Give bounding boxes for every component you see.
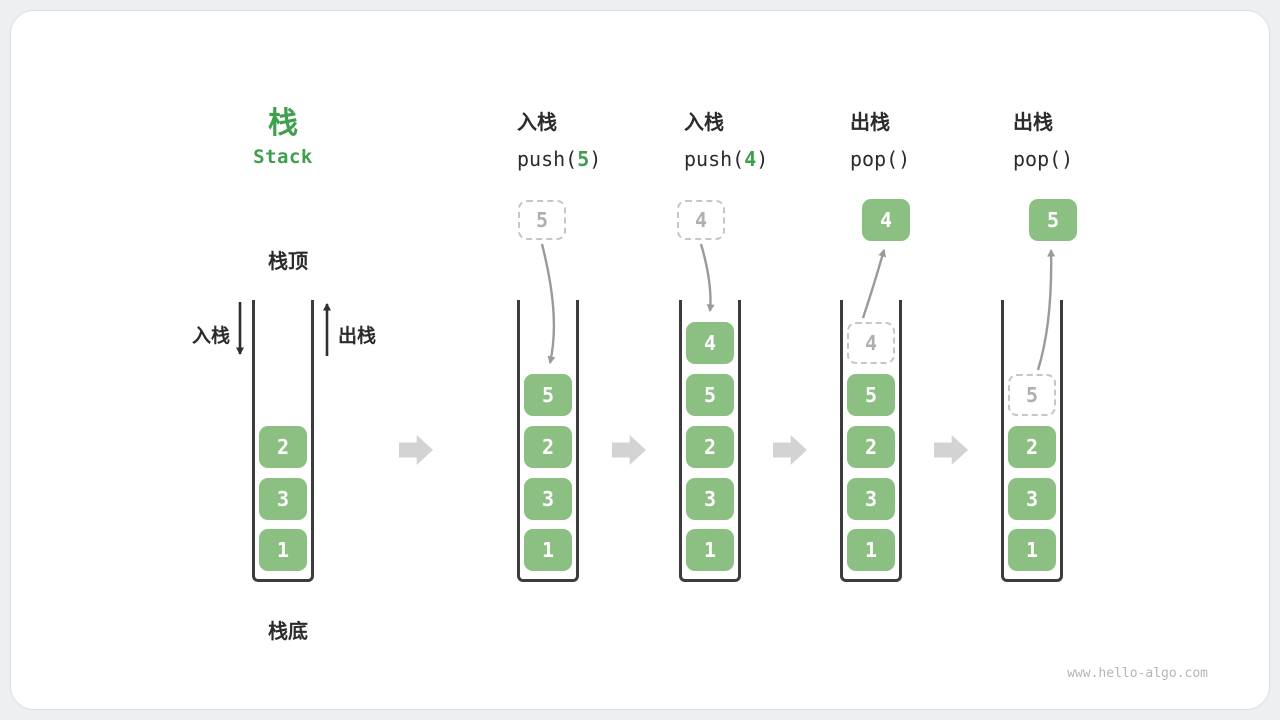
stack-element: 3	[686, 478, 734, 520]
stack-element: 1	[524, 529, 572, 571]
stack-element: 5	[524, 374, 572, 416]
code-prefix: pop(	[1013, 147, 1062, 171]
stack-element: 2	[847, 426, 895, 468]
operation-code: pop()	[1013, 147, 1073, 171]
stack-element: 3	[259, 478, 307, 520]
operation-label: 出栈	[850, 112, 890, 134]
pop-side-label: 出栈	[338, 326, 377, 347]
figure-card	[10, 10, 1270, 710]
operation-label: 入栈	[684, 112, 724, 134]
stack-element: 2	[259, 426, 307, 468]
code-prefix: pop(	[850, 147, 899, 171]
popped-element-box: 5	[1029, 199, 1077, 241]
stack-element: 1	[259, 529, 307, 571]
stack-element: 5	[847, 374, 895, 416]
code-arg: 4	[744, 147, 757, 171]
stack-element: 2	[686, 426, 734, 468]
popped-element-box: 4	[862, 199, 910, 241]
operation-code: pop()	[850, 147, 910, 171]
stack-element: 3	[1008, 478, 1056, 520]
operation-label: 出栈	[1013, 112, 1053, 134]
code-suffix: )	[589, 147, 602, 171]
operation-header-pop2: 出栈 pop()	[1013, 106, 1073, 171]
code-prefix: push(	[684, 147, 745, 171]
figure-title: 栈	[268, 107, 298, 140]
stack-element-ghost: 4	[847, 322, 895, 364]
stack-element-ghost: 5	[1008, 374, 1056, 416]
code-suffix: )	[756, 147, 769, 171]
incoming-element-box: 5	[518, 200, 566, 240]
stack-element: 1	[847, 529, 895, 571]
code-arg: 5	[577, 147, 590, 171]
operation-header-push4: 入栈 push(4)	[684, 106, 768, 171]
push-side-label: 入栈	[192, 326, 231, 347]
operation-header-pop1: 出栈 pop()	[850, 106, 910, 171]
incoming-element-box: 4	[677, 200, 725, 240]
stack-element: 4	[686, 322, 734, 364]
operation-header-push5: 入栈 push(5)	[517, 106, 601, 171]
figure-subtitle: Stack	[253, 146, 313, 168]
stack-element: 2	[524, 426, 572, 468]
stack-bottom-label: 栈底	[268, 621, 308, 643]
code-suffix: )	[898, 147, 911, 171]
operation-code: push(5)	[517, 147, 601, 171]
stack-top-label: 栈顶	[268, 251, 308, 273]
stack-element: 2	[1008, 426, 1056, 468]
operation-code: push(4)	[684, 147, 768, 171]
code-suffix: )	[1061, 147, 1074, 171]
stack-element: 1	[686, 529, 734, 571]
stack-element: 1	[1008, 529, 1056, 571]
stack-element: 3	[847, 478, 895, 520]
stack-element: 3	[524, 478, 572, 520]
operation-label: 入栈	[517, 112, 557, 134]
code-prefix: push(	[517, 147, 578, 171]
stack-element: 5	[686, 374, 734, 416]
watermark: www.hello-algo.com	[1067, 666, 1208, 681]
